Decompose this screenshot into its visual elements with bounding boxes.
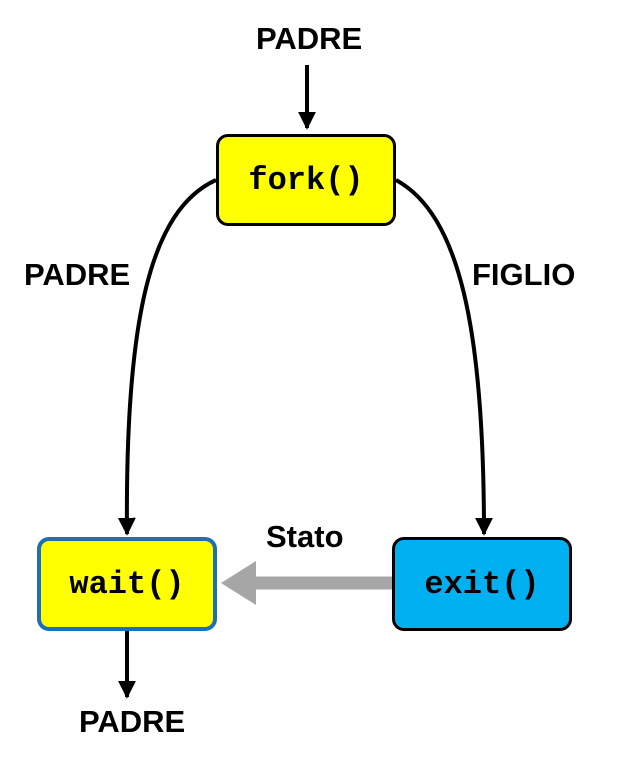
node-fork: fork() [216, 134, 396, 226]
label-padre-top: PADRE [256, 21, 363, 56]
label-padre-bottom: PADRE [79, 704, 186, 739]
label-figlio-right: FIGLIO [472, 257, 576, 292]
edge-fork-to-exit [395, 178, 493, 536]
label-padre-left: PADRE [24, 257, 131, 292]
status-arrow-head [221, 561, 256, 605]
edge-fork-to-wait [117, 178, 217, 536]
node-wait: wait() [37, 537, 217, 631]
node-exit: exit() [392, 537, 572, 631]
label-stato: Stato [266, 519, 344, 554]
